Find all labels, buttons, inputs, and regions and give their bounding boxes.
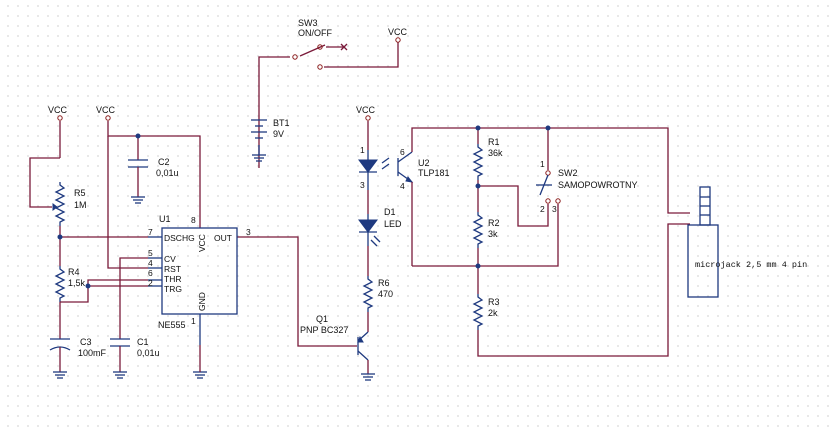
ground-symbol-c3	[53, 371, 67, 379]
ground-symbol-q1	[361, 373, 375, 381]
resistor-r2: R2 3k	[472, 212, 500, 248]
pin-trg: TRG	[164, 284, 182, 294]
sw3-value: ON/OFF	[298, 28, 332, 38]
pin-number-3: 3	[246, 227, 251, 237]
pin-number-led-a: 1	[360, 145, 365, 155]
pin-number-led-k: 3	[360, 180, 365, 190]
r1-value: 36k	[488, 148, 503, 158]
u2-value: TLP181	[418, 168, 450, 178]
c3-ref: C3	[80, 337, 92, 347]
pin-number-2: 2	[148, 278, 153, 288]
resistor-r4: R4 1,5k	[54, 266, 86, 302]
bt1-value: 9V	[273, 129, 284, 139]
u1-ref: U1	[159, 214, 171, 224]
vcc-symbol-u1: VCC	[96, 105, 116, 121]
battery-bt1: BT1 9V	[251, 118, 290, 139]
led-d1: D1 LED	[358, 190, 402, 247]
r3-value: 2k	[488, 308, 498, 318]
q1-value: PNP BC327	[300, 325, 348, 335]
sw2-ref: SW2	[558, 168, 578, 178]
c1-ref: C1	[137, 337, 149, 347]
resistor-r1: R1 36k	[472, 137, 503, 180]
pin-number-sw2-2: 2	[540, 204, 545, 214]
r2-value: 3k	[488, 229, 498, 239]
sw3-switch: SW3 ON/OFF	[258, 18, 399, 168]
ground-symbol-u1	[193, 345, 207, 379]
c2-ref: C2	[158, 157, 170, 167]
pin-number-4: 4	[148, 258, 153, 268]
vcc-label: VCC	[48, 105, 68, 115]
pin-rst: RST	[164, 264, 181, 274]
pin-number-sw2-1: 1	[540, 159, 545, 169]
pin-vcc: VCC	[197, 234, 207, 252]
u2-ref: U2	[418, 158, 430, 168]
c3-value: 100mF	[78, 348, 107, 358]
sw3-ref: SW3	[298, 18, 318, 28]
ground-symbol-c2	[131, 196, 145, 204]
r6-value: 470	[378, 289, 393, 299]
jack-label: microjack 2,5 mm 4 pin	[695, 260, 807, 270]
ground-symbol-c1	[113, 371, 127, 379]
r4-value: 1,5k	[68, 278, 86, 288]
bt1-ref: BT1	[273, 118, 290, 128]
pin-number-5: 5	[148, 248, 153, 258]
d1-ref: D1	[384, 207, 396, 217]
r5-value: 1M	[74, 200, 87, 210]
sw2-value: SAMOPOWROTNY	[558, 180, 638, 190]
pin-number-7: 7	[148, 227, 153, 237]
pin-number-6: 6	[148, 268, 153, 278]
vcc-symbol-r5: VCC	[48, 105, 68, 121]
vcc-symbol-led: VCC	[356, 105, 376, 121]
pin-number-sw2-3: 3	[552, 204, 557, 214]
pin-number-8: 8	[191, 215, 196, 225]
pin-cv: CV	[164, 254, 176, 264]
optocoupler-led: 1 3	[358, 145, 390, 190]
q1-ref: Q1	[316, 314, 328, 324]
ground-symbol-bt1	[252, 145, 266, 162]
vcc-label: VCC	[96, 105, 116, 115]
resistor-r6: R6 470	[362, 246, 393, 312]
capacitor-c2: C2 0,01u	[107, 121, 201, 228]
pin-number-emitter: 4	[400, 181, 405, 191]
pin-thr: THR	[164, 274, 181, 284]
vcc-label: VCC	[356, 105, 376, 115]
ne555-timer-u1: DSCHG CV RST THR TRG OUT VCC GND 7 8 3 5…	[148, 214, 251, 345]
microjack-connector: microjack 2,5 mm 4 pin	[687, 186, 807, 298]
u1-name: NE555	[158, 320, 186, 330]
d1-value: LED	[384, 219, 402, 229]
vcc-symbol-sw3: VCC	[388, 27, 408, 43]
pin-dschg: DSCHG	[164, 233, 195, 243]
pin-number-collector: 6	[400, 147, 405, 157]
capacitor-c3: C3 100mF	[49, 302, 107, 372]
transistor-q1: Q1 PNP BC327	[300, 312, 369, 374]
resistor-r3: R3 2k	[472, 294, 500, 330]
r5-ref: R5	[74, 188, 86, 198]
r3-ref: R3	[488, 297, 500, 307]
r1-ref: R1	[488, 137, 500, 147]
r6-ref: R6	[378, 278, 390, 288]
pushbutton-sw2: 1 2 3 SW2 SAMOPOWROTNY	[536, 128, 638, 214]
c1-value: 0,01u	[137, 348, 160, 358]
pin-out: OUT	[214, 233, 232, 243]
r2-ref: R2	[488, 218, 500, 228]
pin-number-1: 1	[191, 316, 196, 326]
junction-dots	[57, 125, 551, 289]
potentiometer-r5: R5 1M	[29, 121, 87, 266]
optocoupler-phototransistor: 6 4 U2 TLP181	[397, 127, 478, 266]
pin-gnd: GND	[197, 292, 207, 311]
c2-value: 0,01u	[156, 168, 179, 178]
capacitor-c1: C1 0,01u	[110, 257, 160, 372]
r4-ref: R4	[68, 267, 80, 277]
vcc-label: VCC	[388, 27, 408, 37]
